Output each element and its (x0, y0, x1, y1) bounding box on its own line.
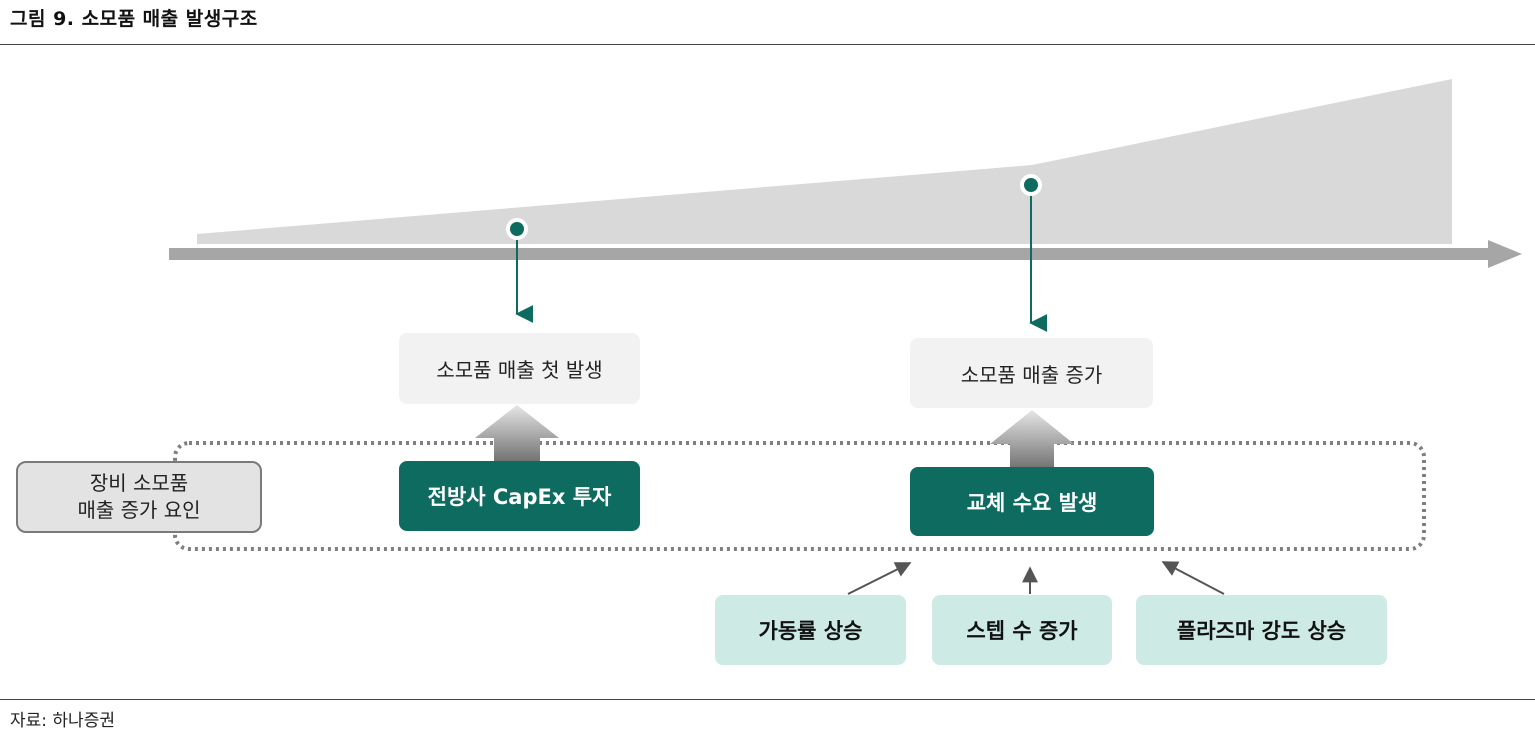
driver-capex: 전방사 CapEx 투자 (399, 461, 640, 531)
growth-area (197, 79, 1452, 244)
factor-arrow-plasma (1161, 561, 1225, 595)
side-label-line2: 매출 증가 요인 (77, 498, 201, 522)
outcome-sales-increase-label: 소모품 매출 증가 (960, 362, 1103, 387)
up-arrow-replacement (990, 410, 1074, 470)
bottom-divider (0, 699, 1535, 700)
driver-group-outline (173, 441, 1426, 551)
driver-replacement-label: 교체 수요 발생 (966, 490, 1098, 515)
figure-title: 그림 9. 소모품 매출 발생구조 (10, 8, 258, 30)
driver-capex-label: 전방사 CapEx 투자 (427, 485, 612, 509)
up-arrow-capex (475, 405, 559, 463)
factor-plasma-label: 플라즈마 강도 상승 (1176, 619, 1347, 643)
timeline-arrowhead (1488, 240, 1522, 268)
top-divider (0, 44, 1535, 45)
factor-steps: 스텝 수 증가 (932, 595, 1112, 665)
side-label-box: 장비 소모품 매출 증가 요인 (16, 461, 262, 533)
factor-plasma: 플라즈마 강도 상승 (1136, 595, 1387, 665)
timeline-marker-first (506, 218, 528, 240)
factor-steps-label: 스텝 수 증가 (966, 619, 1078, 643)
factor-utilization-label: 가동률 상승 (758, 619, 863, 643)
factor-arrow-utilization (847, 562, 912, 595)
outcome-first-sales: 소모품 매출 첫 발생 (399, 333, 640, 404)
timeline-marker-increase (1020, 174, 1042, 196)
timeline-bar (169, 248, 1491, 260)
outcome-first-sales-label: 소모품 매출 첫 발생 (436, 358, 603, 382)
factor-utilization: 가동률 상승 (715, 595, 906, 665)
outcome-sales-increase: 소모품 매출 증가 (910, 338, 1153, 408)
source-note: 자료: 하나증권 (10, 711, 115, 731)
side-label-line1: 장비 소모품 (89, 471, 189, 495)
driver-replacement: 교체 수요 발생 (910, 467, 1154, 536)
